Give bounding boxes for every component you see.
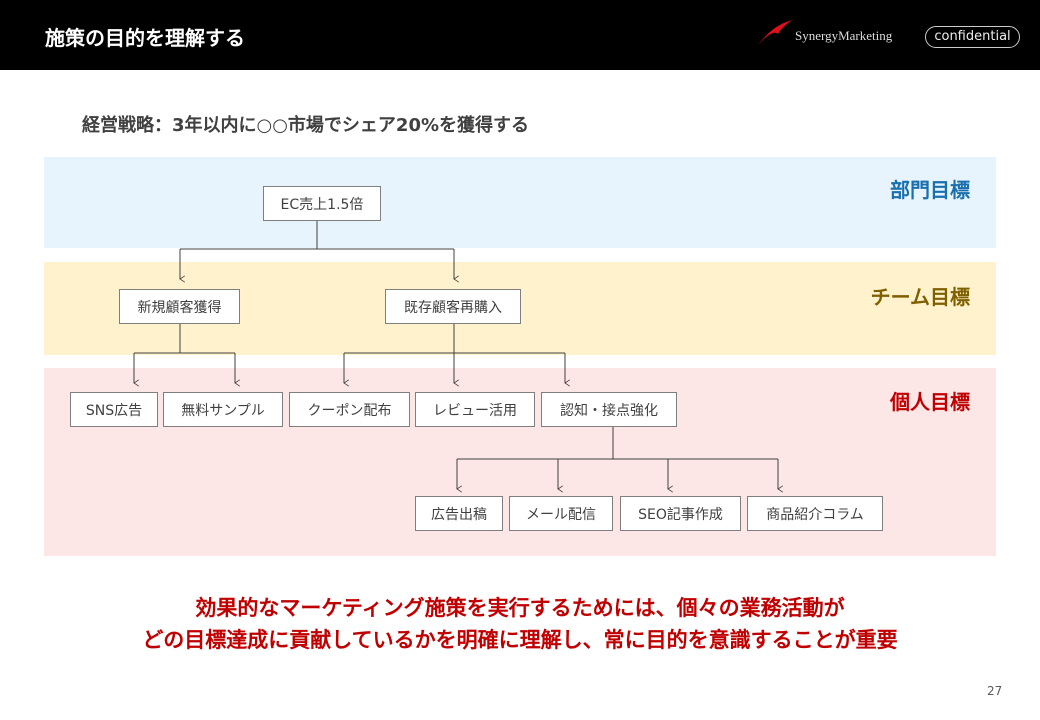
node-sub: メール配信	[509, 496, 613, 531]
node-individual: SNS広告	[70, 392, 158, 427]
node-individual: レビュー活用	[415, 392, 535, 427]
node-sub: 商品紹介コラム	[747, 496, 883, 531]
key-message-line1: 効果的なマーケティング施策を実行するためには、個々の業務活動が	[195, 596, 845, 620]
dept-band: 部門目標	[44, 157, 996, 248]
header-bar: 施策の目的を理解する SynergyMarketing confidential	[0, 0, 1040, 70]
confidential-badge: confidential	[925, 26, 1020, 48]
strategy-heading: 経営戦略：3年以内に○○市場でシェア20%を獲得する	[82, 115, 530, 136]
slide-title: 施策の目的を理解する	[45, 26, 245, 50]
page-number: 27	[987, 684, 1003, 698]
node-root: EC売上1.5倍	[263, 186, 381, 221]
brand-name: SynergyMarketing	[795, 28, 893, 43]
brand-swoosh-icon	[758, 20, 792, 45]
individual-label: 個人目標	[890, 390, 970, 414]
node-sub: SEO記事作成	[620, 496, 741, 531]
node-team: 新規顧客獲得	[119, 289, 240, 324]
node-team: 既存顧客再購入	[385, 289, 521, 324]
key-message-line2: どの目標達成に貢献しているかを明確に理解し、常に目的を意識することが重要	[142, 628, 898, 652]
node-individual: クーポン配布	[289, 392, 410, 427]
dept-label: 部門目標	[890, 178, 970, 202]
team-label: チーム目標	[870, 285, 970, 309]
node-individual: 無料サンプル	[163, 392, 283, 427]
node-individual: 認知・接点強化	[541, 392, 677, 427]
node-sub: 広告出稿	[415, 496, 503, 531]
